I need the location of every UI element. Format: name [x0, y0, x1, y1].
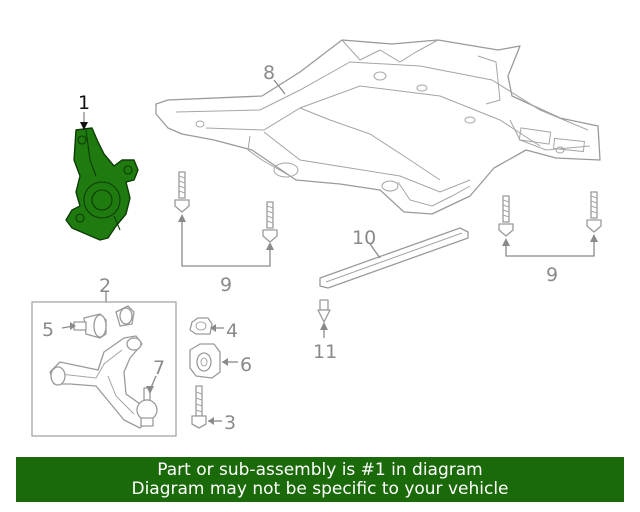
parts-diagram: 8 1 9 9 1: [31, 39, 602, 437]
banner-line-2: Diagram may not be specific to your vehi…: [131, 479, 509, 499]
leader-10: [369, 243, 381, 259]
leader-9-right: [505, 238, 595, 257]
callout-4: 4: [226, 320, 238, 342]
bolt-9-right-a[interactable]: [498, 195, 514, 237]
nut-part-4[interactable]: [189, 317, 213, 335]
callout-8: 8: [263, 62, 275, 84]
callout-1: 1: [78, 92, 90, 114]
bushing-part-5[interactable]: [73, 313, 107, 339]
bolt-9-left-a[interactable]: [174, 171, 190, 213]
callout-7: 7: [153, 357, 165, 379]
callout-5: 5: [42, 319, 54, 341]
bushing-rear[interactable]: [115, 305, 135, 327]
callout-9-right: 9: [546, 264, 558, 286]
leader-6-arrow: [222, 358, 228, 366]
bolt-part-3[interactable]: [191, 385, 207, 429]
bolt-9-left-b[interactable]: [262, 201, 278, 243]
control-arm[interactable]: [49, 335, 149, 429]
leader-4-arrow: [210, 324, 216, 332]
callout-3: 3: [224, 412, 236, 434]
leader-5-arrow: [70, 322, 76, 330]
callout-10: 10: [352, 227, 376, 249]
leader-9-left-arrows: [178, 214, 274, 250]
info-banner: Part or sub-assembly is #1 in diagram Di…: [16, 457, 624, 502]
leader-3-arrow: [208, 417, 214, 425]
bushing-part-6[interactable]: [189, 343, 221, 379]
callout-9-left: 9: [220, 274, 232, 296]
subframe-part-8[interactable]: [155, 39, 601, 215]
leader-8: [273, 79, 286, 95]
ball-joint-part-7[interactable]: [136, 387, 158, 427]
brace-part-10[interactable]: [319, 227, 469, 289]
banner-line-1: Part or sub-assembly is #1 in diagram: [157, 460, 483, 480]
control-arm-group-box-2: [31, 301, 177, 437]
steering-knuckle-part-1[interactable]: [65, 127, 139, 241]
leader-11-arrow: [320, 322, 328, 330]
bolt-part-11[interactable]: [317, 299, 331, 323]
callout-2: 2: [99, 275, 111, 297]
callout-11: 11: [313, 341, 337, 363]
leader-9-right-arrows: [502, 234, 598, 246]
leader-9-left: [181, 218, 271, 267]
leader-1-arrow: [80, 122, 88, 130]
bolt-9-right-b[interactable]: [586, 191, 602, 233]
callout-6: 6: [240, 354, 252, 376]
leader-7-arrow: [146, 386, 154, 394]
